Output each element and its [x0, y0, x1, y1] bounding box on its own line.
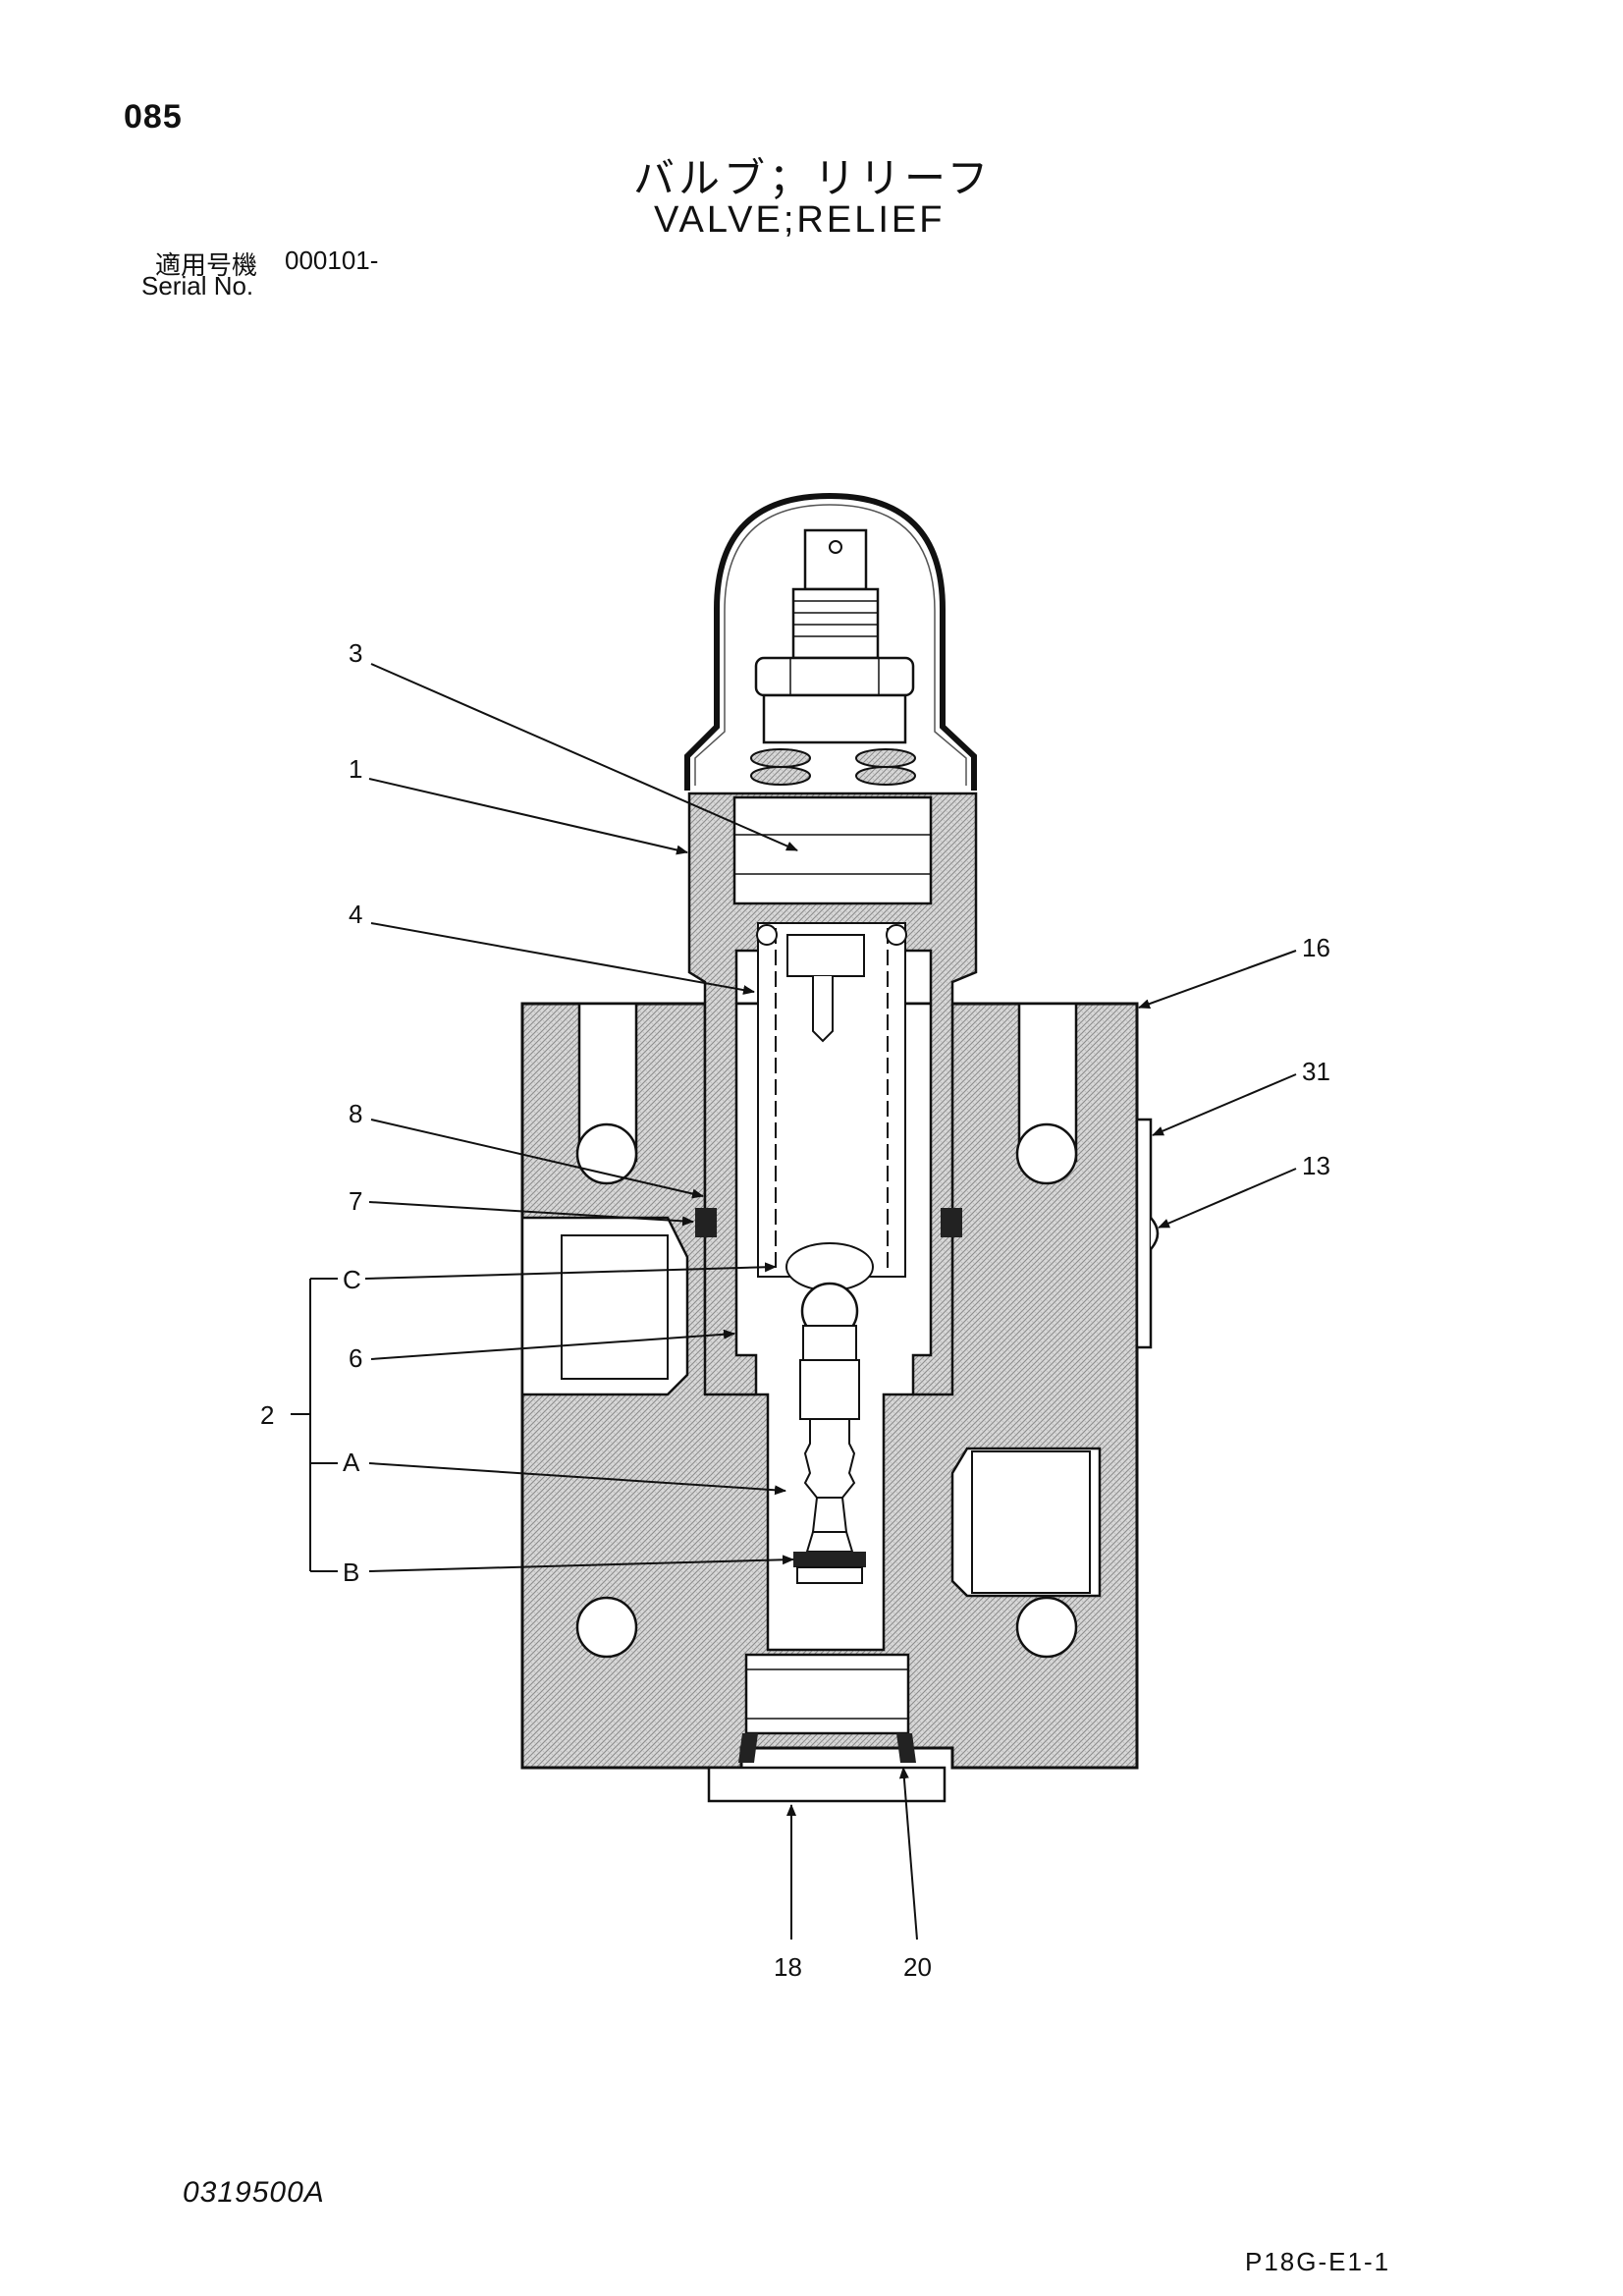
pilot-assembly	[793, 1359, 866, 1584]
callout-20: 20	[903, 1952, 932, 1982]
callout-13: 13	[1302, 1151, 1330, 1180]
callout-2: 2	[260, 1400, 274, 1430]
callout-31: 31	[1302, 1057, 1330, 1086]
title-japanese: バルブ；リリーフ	[633, 154, 993, 202]
page-number: 085	[124, 98, 183, 136]
spring-and-poppet	[756, 922, 907, 1386]
callout-1: 1	[349, 754, 362, 784]
leader-lines	[291, 663, 1297, 1941]
serial-label-english: Serial No.	[141, 271, 254, 301]
callout-B: B	[343, 1558, 359, 1587]
callout-8: 8	[349, 1099, 362, 1128]
serial-number-value: 000101-	[285, 246, 379, 275]
callout-16: 16	[1302, 933, 1330, 962]
callout-6: 6	[349, 1343, 362, 1373]
page-code: P18G-E1-1	[1245, 2247, 1391, 2276]
callout-3: 3	[349, 638, 362, 668]
callout-labels: 3 1 4 8 7 C 6 2 A B 16 31 13 18 20	[260, 638, 1330, 1982]
drawing-code: 0319500A	[183, 2176, 325, 2209]
side-plate	[1135, 1118, 1160, 1349]
callout-A: A	[343, 1448, 360, 1477]
callout-4: 4	[349, 900, 362, 929]
title-english: VALVE;RELIEF	[654, 199, 946, 241]
serial-label-japanese: 適用号機	[155, 251, 258, 281]
callout-7: 7	[349, 1186, 362, 1216]
adjuster-cap	[684, 492, 977, 791]
callout-C: C	[343, 1265, 361, 1294]
callout-18: 18	[774, 1952, 802, 1982]
